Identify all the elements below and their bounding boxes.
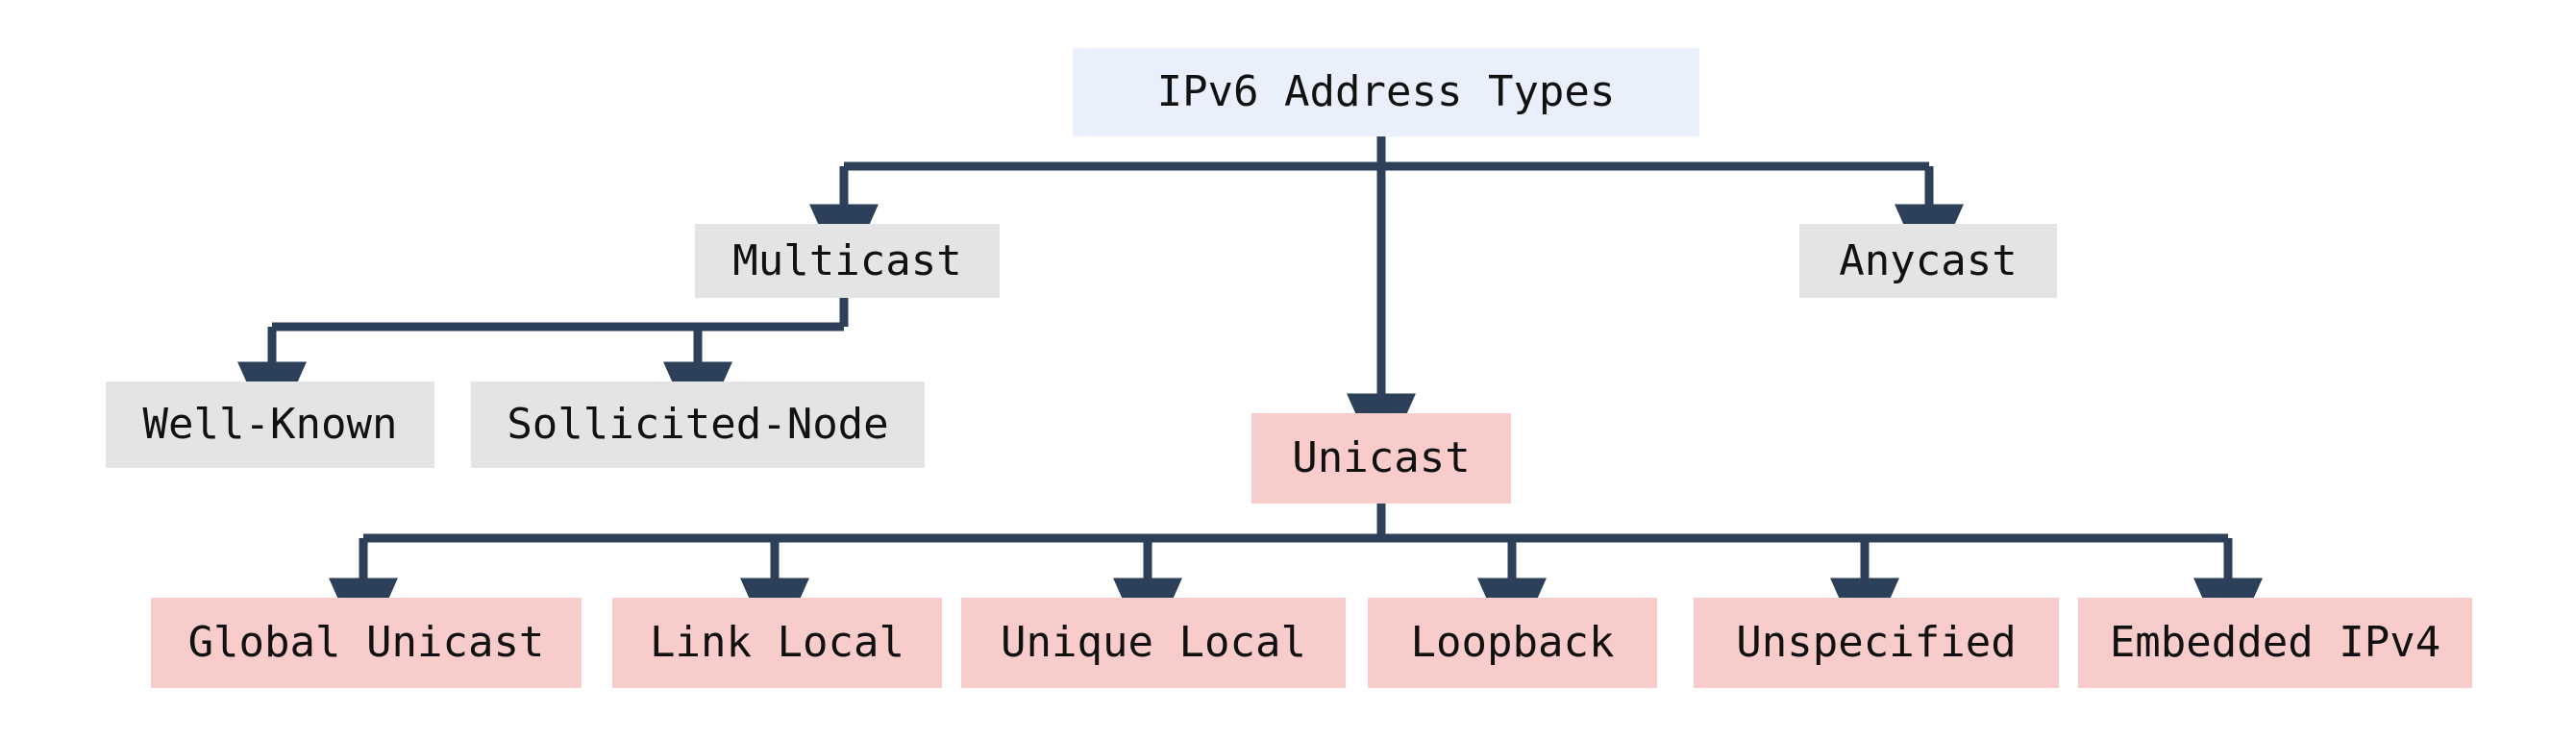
node-unicast[interactable]: Unicast (1251, 413, 1511, 504)
node-label: Unicast (1292, 433, 1471, 482)
node-label: Global Unicast (187, 618, 545, 667)
node-label: Loopback (1410, 618, 1615, 667)
node-unspecified[interactable]: Unspecified (1694, 598, 2059, 688)
node-label: Sollicited-Node (507, 400, 889, 449)
node-well-known[interactable]: Well-Known (106, 381, 434, 468)
node-unique-local[interactable]: Unique Local (961, 598, 1346, 688)
node-multicast[interactable]: Multicast (695, 224, 1000, 298)
node-anycast[interactable]: Anycast (1799, 224, 2057, 298)
node-label: Multicast (732, 235, 962, 285)
node-label: Embedded IPv4 (2109, 618, 2441, 667)
node-embedded-ipv4[interactable]: Embedded IPv4 (2078, 598, 2472, 688)
node-global-unicast[interactable]: Global Unicast (151, 598, 582, 688)
node-label: Unspecified (1736, 618, 2017, 667)
node-loopback[interactable]: Loopback (1368, 598, 1657, 688)
node-root-ipv6-address-types[interactable]: IPv6 Address Types (1073, 48, 1699, 136)
node-link-local[interactable]: Link Local (612, 598, 942, 688)
node-label: Anycast (1839, 235, 2018, 285)
node-label: Well-Known (142, 400, 398, 449)
node-sollicited-node[interactable]: Sollicited-Node (471, 381, 925, 468)
node-label: Unique Local (1001, 618, 1306, 667)
node-label: IPv6 Address Types (1156, 67, 1616, 116)
node-label: Link Local (650, 618, 904, 667)
